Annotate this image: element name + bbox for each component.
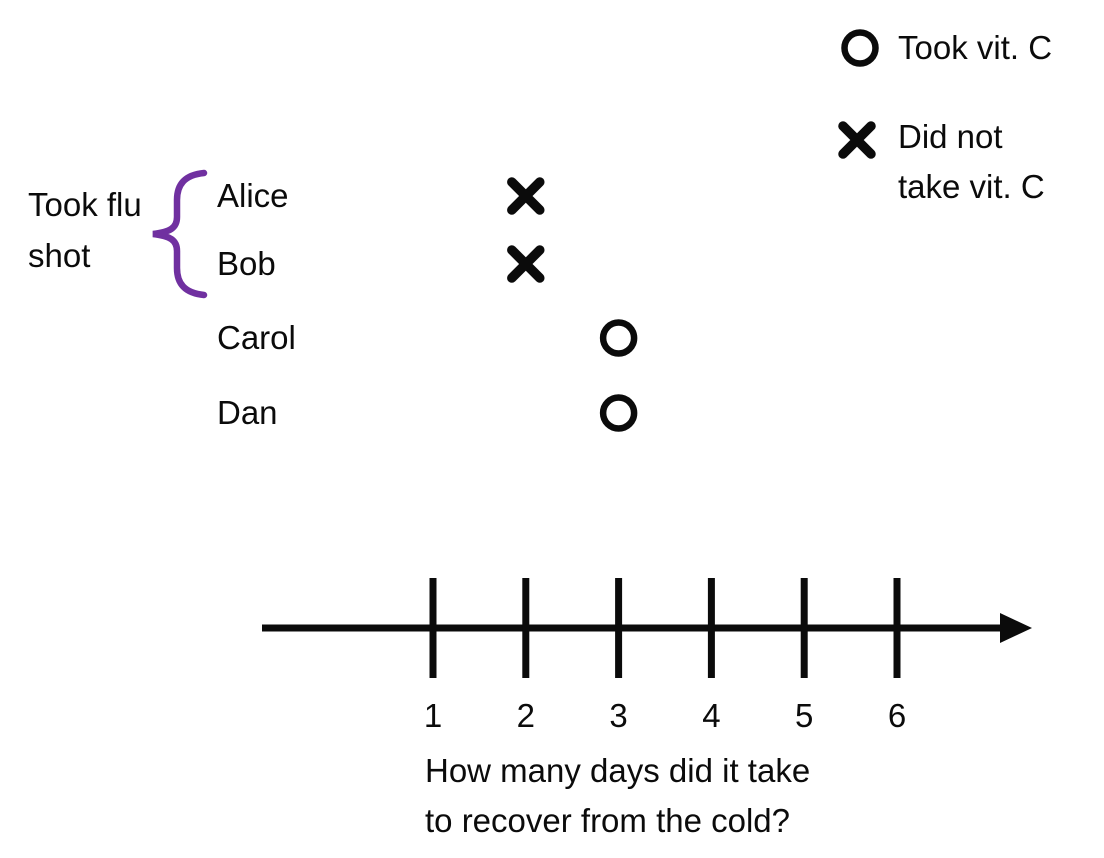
legend-label-line-1: Did not: [898, 118, 1003, 155]
legend-label-took-vit-c: Took vit. C: [898, 29, 1053, 66]
legend-label-line-2: take vit. C: [898, 168, 1045, 205]
flu-shot-group-brace-icon: [152, 169, 208, 299]
x-marker-alice: [507, 177, 545, 215]
person-name-dan: Dan: [217, 394, 278, 431]
x-axis-caption-line-1: How many days did it take: [425, 752, 811, 789]
x-axis-caption: How many days did it take to recover fro…: [425, 746, 810, 846]
circle-marker-dan: [599, 394, 638, 432]
axis-tick-label-2: 2: [517, 697, 535, 734]
flu-shot-group-label: Took flu shot: [28, 179, 142, 281]
legend-label-did-not-take-vit-c: Did not take vit. C: [898, 112, 1045, 212]
flu-shot-group-label-line-1: Took flu: [28, 186, 142, 223]
x-marker-icon: [838, 121, 876, 159]
flu-shot-group-label-line-2: shot: [28, 237, 91, 274]
person-name-bob: Bob: [217, 245, 276, 282]
circle-marker-icon: [841, 29, 879, 67]
person-name-carol: Carol: [217, 319, 296, 356]
x-axis-caption-line-2: to recover from the cold?: [425, 802, 790, 839]
circle-marker-carol: [599, 319, 638, 357]
data-markers: [507, 177, 638, 432]
x-marker-bob: [507, 245, 545, 283]
axis-tick-label-4: 4: [702, 697, 720, 734]
x-axis-ticks: 1 2 3 4 5 6: [424, 578, 906, 734]
person-name-alice: Alice: [217, 177, 289, 214]
axis-tick-label-3: 3: [609, 697, 627, 734]
axis-tick-label-1: 1: [424, 697, 442, 734]
x-axis-arrowhead-icon: [1000, 613, 1032, 643]
axis-tick-label-5: 5: [795, 697, 813, 734]
axis-tick-label-6: 6: [888, 697, 906, 734]
